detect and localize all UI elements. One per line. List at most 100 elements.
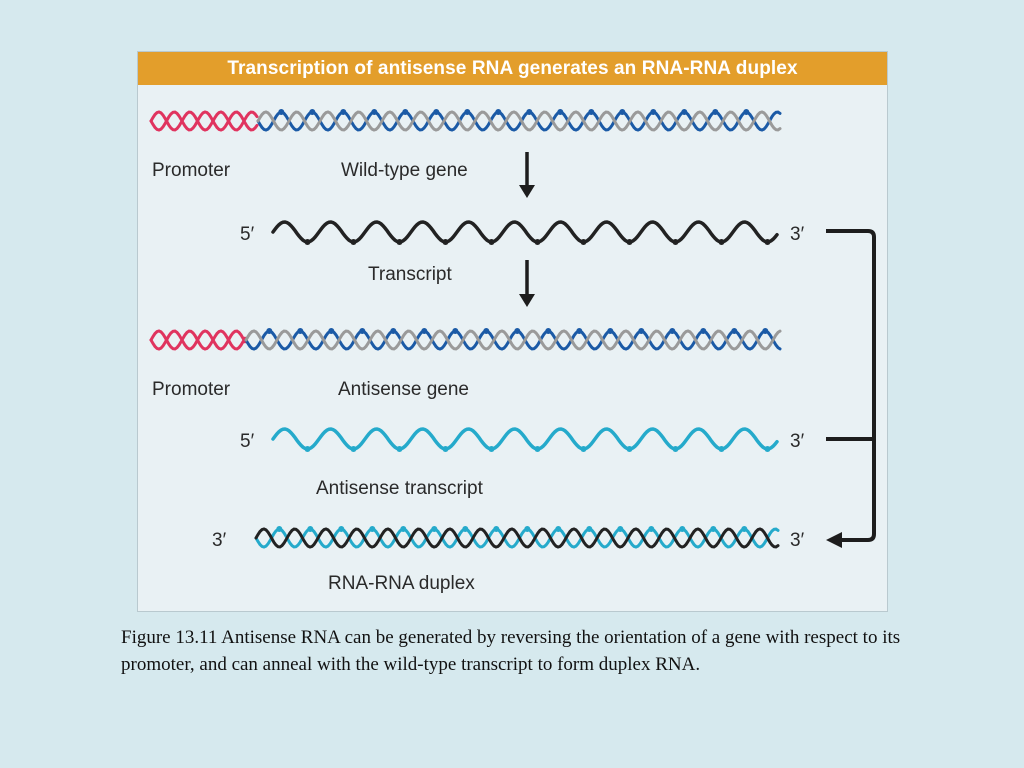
gene-strand-dark-tick [731,328,738,334]
transcript-tick [626,239,633,245]
gene-strand-dark-tick [278,109,285,115]
transcript-tick [350,239,357,245]
wild-type-gene-label: Wild-type gene [341,160,468,181]
antisense-tick [764,446,771,452]
antisense-tick [442,446,449,452]
annealing-bracket-arrow [826,229,876,548]
antisense-wave [271,427,779,451]
transcript-5-prime: 5′ [240,224,255,245]
antisense-gene-helix [244,328,782,351]
gene-strand-dark-tick [483,328,490,334]
duplex-3-prime-left: 3′ [212,530,227,551]
transcript-strand [271,220,779,245]
antisense-transcript-strand [271,427,779,452]
gene-strand-dark-tick [545,328,552,334]
duplex-antisense-strand-tick [462,526,469,532]
promoter-strand-b [149,110,259,132]
duplex-antisense-strand-tick [307,526,314,532]
promoter-strand-a [149,110,259,132]
gene-strand-light [256,110,782,132]
duplex-transcript-strand [254,527,780,549]
gene-strand-dark-tick [390,328,397,334]
figure-title: Transcription of antisense RNA generates… [138,52,887,85]
gene-strand-dark-tick [526,109,533,115]
duplex-antisense-strand-tick [369,526,376,532]
promoter-helix-1 [149,110,259,132]
duplex-3-prime-right: 3′ [790,530,805,551]
gene-strand-dark-tick [371,109,378,115]
antisense-tick [718,446,725,452]
gene-strand-dark-tick [514,328,521,334]
transcript-tick [672,239,679,245]
gene-strand-dark-tick [712,109,719,115]
gene-strand-dark-tick [433,109,440,115]
transcript-tick [396,239,403,245]
antisense-tick [534,446,541,452]
duplex-antisense-strand-tick [493,526,500,532]
duplex-antisense-strand-tick [586,526,593,532]
gene-strand-dark-tick [402,109,409,115]
gene-strand-dark-tick [557,109,564,115]
duplex-antisense-strand-tick [400,526,407,532]
transcript-tick [534,239,541,245]
antisense-tick [580,446,587,452]
gene-strand-dark-tick [452,328,459,334]
gene-strand-dark-tick [700,328,707,334]
transcript-3-prime: 3′ [790,224,805,245]
gene-strand-dark-tick [464,109,471,115]
transcript-tick [304,239,311,245]
gene-strand-dark-tick [619,109,626,115]
down-arrow-1 [519,152,535,198]
promoter-label-1: Promoter [152,160,231,181]
transcript-label: Transcript [368,264,452,285]
duplex-antisense-strand-tick [524,526,531,532]
duplex-antisense-strand-tick [679,526,686,532]
gene-strand-dark-tick [607,328,614,334]
antisense-3-prime: 3′ [790,431,805,452]
duplex-antisense-strand-tick [710,526,717,532]
duplex-antisense-strand-tick [648,526,655,532]
promoter-strand-b [149,329,247,351]
duplex-antisense-strand-tick [741,526,748,532]
antisense-diagram: Promoter Wild-type gene 5′ 3′ Transcript… [149,109,876,594]
transcript-tick [718,239,725,245]
antisense-tick [626,446,633,452]
gene-strand-dark-tick [266,328,273,334]
duplex-antisense-strand-tick [617,526,624,532]
gene-strand-dark-tick [638,328,645,334]
figure-panel: Transcription of antisense RNA generates… [137,51,888,612]
wild-type-gene-helix [256,109,782,132]
gene-strand-dark-tick [743,109,750,115]
antisense-tick [304,446,311,452]
gene-strand-dark-tick [495,109,502,115]
transcript-tick [488,239,495,245]
duplex-antisense-strand-tick [338,526,345,532]
transcript-tick [764,239,771,245]
gene-strand-dark-tick [669,328,676,334]
gene-strand-dark [244,329,782,351]
promoter-helix-2 [149,329,247,351]
duplex-label: RNA-RNA duplex [328,573,475,594]
gene-strand-dark-tick [650,109,657,115]
gene-strand-dark-tick [588,109,595,115]
gene-strand-dark-tick [328,328,335,334]
antisense-tick [396,446,403,452]
antisense-tick [488,446,495,452]
duplex-antisense-strand-tick [555,526,562,532]
figure-caption: Figure 13.11 Antisense RNA can be genera… [121,627,901,675]
promoter-label-2: Promoter [152,379,231,400]
gene-strand-dark-tick [309,109,316,115]
duplex-antisense-strand-tick [431,526,438,532]
gene-strand-dark-tick [576,328,583,334]
antisense-5-prime: 5′ [240,431,255,452]
antisense-tick [350,446,357,452]
gene-strand-dark-tick [340,109,347,115]
gene-strand-dark-tick [297,328,304,334]
down-arrow-2 [519,260,535,307]
gene-strand-dark-tick [681,109,688,115]
transcript-tick [442,239,449,245]
gene-strand-dark-tick [359,328,366,334]
transcript-wave [271,220,779,244]
gene-strand-dark-tick [762,328,769,334]
transcript-tick [580,239,587,245]
